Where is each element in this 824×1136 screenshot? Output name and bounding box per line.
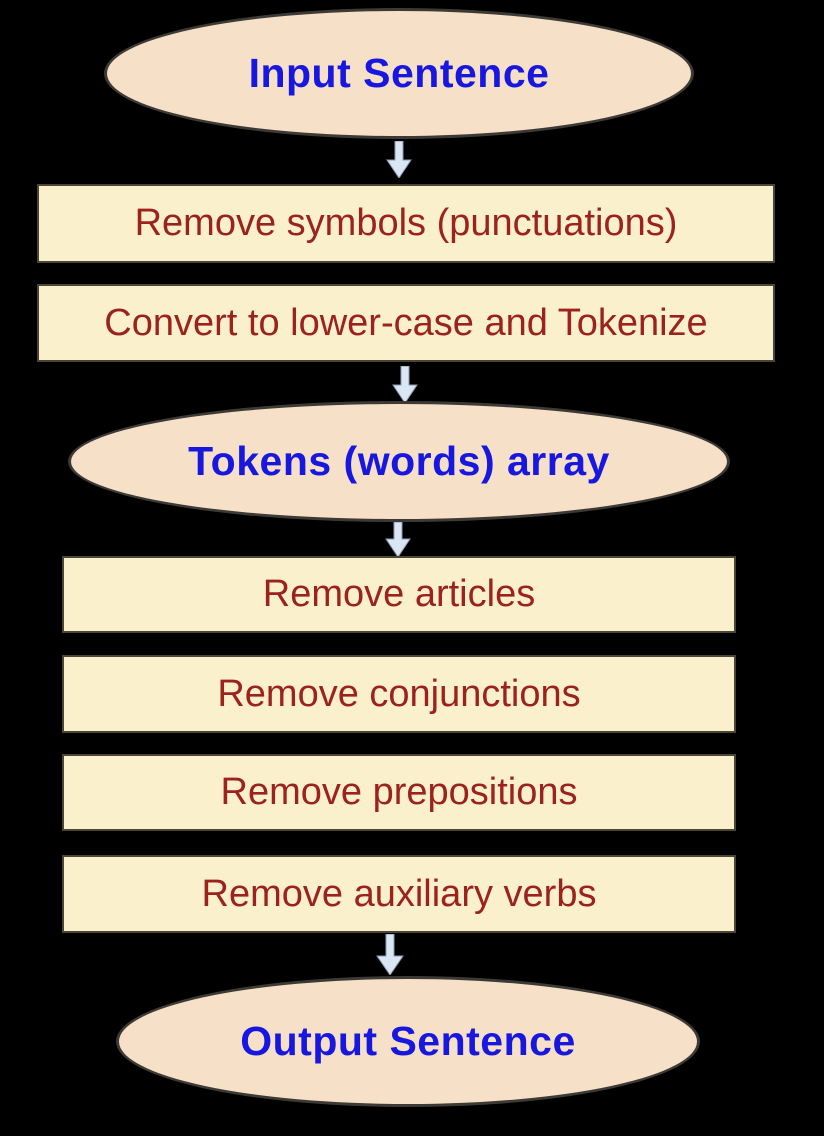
node-input-sentence: Input Sentence <box>104 8 694 139</box>
node-remove-symbols: Remove symbols (punctuations) <box>37 184 775 263</box>
flow-arrow-3 <box>383 522 413 557</box>
flow-arrow-4 <box>375 934 405 975</box>
node-tokens-array: Tokens (words) array <box>68 401 730 522</box>
node-label: Output Sentence <box>240 1018 576 1064</box>
node-label: Remove symbols (punctuations) <box>134 202 678 244</box>
node-label: Remove prepositions <box>220 771 578 813</box>
node-label: Remove conjunctions <box>217 672 581 715</box>
node-label: Remove articles <box>262 573 536 615</box>
node-remove-articles: Remove articles <box>62 556 736 633</box>
arrow-down-icon <box>386 141 412 178</box>
node-label: Tokens (words) array <box>188 438 610 484</box>
arrow-down-icon <box>376 934 404 975</box>
flow-arrow-1 <box>384 141 414 178</box>
node-label: Convert to lower-case and Tokenize <box>104 301 708 344</box>
node-convert-tokenize: Convert to lower-case and Tokenize <box>37 284 775 362</box>
node-remove-prepositions: Remove prepositions <box>62 754 736 831</box>
arrow-down-icon <box>385 522 411 557</box>
node-remove-auxiliary-verbs: Remove auxiliary verbs <box>62 855 736 933</box>
node-label: Remove auxiliary verbs <box>201 872 597 915</box>
arrow-down-icon <box>392 366 418 403</box>
flow-arrow-2 <box>390 366 420 403</box>
node-remove-conjunctions: Remove conjunctions <box>62 655 736 733</box>
node-label: Input Sentence <box>248 50 550 96</box>
node-output-sentence: Output Sentence <box>116 976 700 1107</box>
